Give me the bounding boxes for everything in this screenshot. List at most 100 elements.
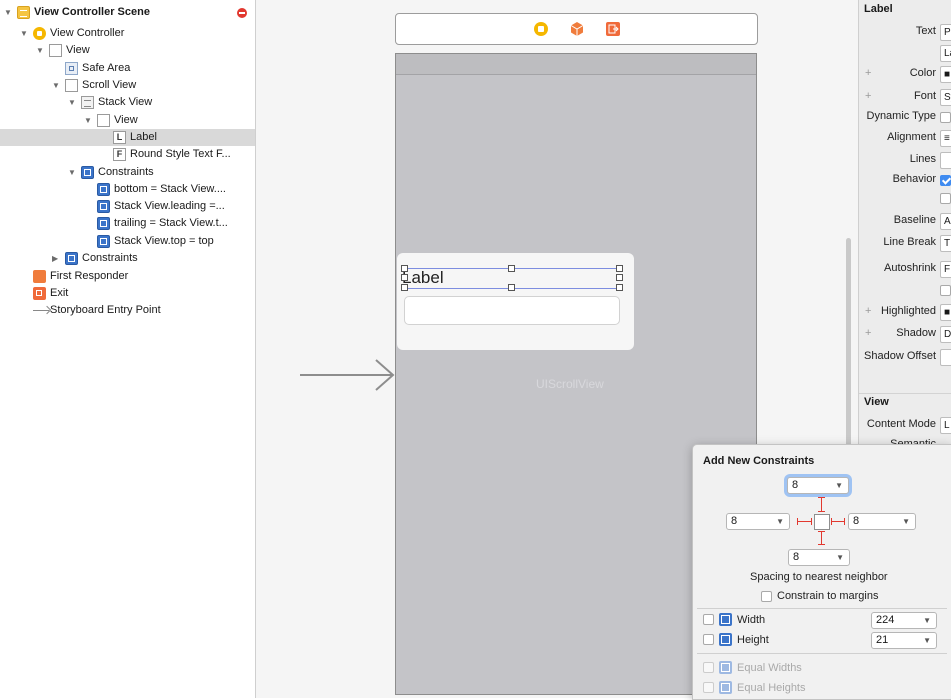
inspector-field[interactable]: A [940, 213, 951, 230]
disclosure-collapsed-icon[interactable]: ▶ [52, 254, 59, 263]
canvas-text-field[interactable] [404, 296, 620, 325]
inspector-field[interactable]: T [940, 235, 951, 252]
chevron-down-icon[interactable]: ▼ [776, 517, 784, 526]
outline-row[interactable]: ▶Constraints [0, 250, 255, 267]
width-checkbox[interactable] [703, 614, 714, 625]
outline-row[interactable]: ▼Scroll View [0, 77, 255, 94]
resize-handle[interactable] [616, 274, 623, 281]
scene-error-badge-icon[interactable] [237, 8, 247, 18]
height-checkbox[interactable] [703, 634, 714, 645]
exit-icon[interactable] [606, 22, 620, 36]
bottom-spacing-combo[interactable]: 8▼ [788, 549, 850, 566]
inspector-field[interactable]: P [940, 24, 951, 41]
inspector-checkbox[interactable] [940, 175, 951, 186]
outline-row[interactable]: ▼View [0, 42, 255, 59]
top-spacing-combo[interactable]: 8▼ [787, 477, 849, 494]
disclosure-expanded-icon[interactable]: ▼ [20, 29, 28, 38]
add-variation-icon[interactable]: + [865, 67, 872, 79]
equal-heights-checkbox[interactable] [703, 682, 714, 693]
bottom-strut[interactable] [821, 531, 822, 545]
right-spacing-value: 8 [853, 515, 860, 527]
resize-handle[interactable] [508, 265, 515, 272]
outline-row[interactable]: Storyboard Entry Point [0, 302, 255, 319]
left-strut-cap [811, 518, 812, 525]
disclosure-expanded-icon[interactable]: ▼ [68, 98, 76, 107]
chevron-down-icon[interactable]: ▼ [835, 481, 843, 490]
outline-row[interactable]: Stack View.leading =... [0, 198, 255, 215]
chevron-down-icon[interactable]: ▼ [836, 553, 844, 562]
disclosure-expanded-icon[interactable]: ▼ [4, 8, 12, 17]
inspector-field[interactable]: Sy [940, 89, 951, 106]
canvas-scrollbar[interactable] [846, 238, 851, 468]
equal-widths-label: Equal Widths [737, 662, 802, 674]
add-variation-icon[interactable]: + [865, 327, 872, 339]
constraint-center-box [814, 514, 830, 530]
outline-row[interactable]: Exit [0, 285, 255, 302]
outline-row[interactable]: bottom = Stack View.... [0, 181, 255, 198]
outline-row[interactable]: First Responder [0, 268, 255, 285]
left-strut[interactable] [797, 521, 812, 522]
inspector-field[interactable]: ■ [940, 66, 951, 83]
storyboard-entry-arrow-icon[interactable] [300, 359, 395, 391]
inspector-row-label: Alignment [887, 131, 936, 143]
disclosure-expanded-icon[interactable]: ▼ [36, 46, 44, 55]
chevron-down-icon[interactable]: ▼ [923, 616, 931, 625]
right-spacing-combo[interactable]: 8▼ [848, 513, 916, 530]
add-variation-icon[interactable]: + [865, 305, 872, 317]
inspector-field[interactable]: La [940, 45, 951, 62]
top-strut[interactable] [821, 497, 822, 512]
resize-handle[interactable] [401, 284, 408, 291]
inspector-row-label: Dynamic Type [866, 110, 937, 122]
equal-widths-icon [719, 661, 732, 674]
outline-row[interactable]: ▼ View [0, 112, 255, 129]
inspector-checkbox[interactable] [940, 112, 951, 123]
outline-row[interactable]: Stack View.top = top [0, 233, 255, 250]
height-combo[interactable]: 21▼ [871, 632, 937, 649]
chevron-down-icon[interactable]: ▼ [902, 517, 910, 526]
resize-handle[interactable] [401, 274, 408, 281]
disclosure-expanded-icon[interactable]: ▼ [84, 116, 92, 125]
canvas-label[interactable]: Label [402, 268, 444, 287]
chevron-down-icon[interactable]: ▼ [923, 636, 931, 645]
width-combo[interactable]: 224▼ [871, 612, 937, 629]
disclosure-expanded-icon[interactable]: ▼ [68, 168, 76, 177]
outline-row[interactable]: Safe Area [0, 60, 255, 77]
inspector-row-label: Text [915, 25, 936, 37]
outline-row-label: View [114, 114, 138, 126]
inspector-field[interactable]: D [940, 326, 951, 343]
resize-handle[interactable] [401, 265, 408, 272]
first-responder-icon [33, 270, 46, 283]
outline-row[interactable]: ▼Constraints [0, 164, 255, 181]
inspector-checkbox[interactable] [940, 193, 951, 204]
inspector-field[interactable] [940, 349, 951, 366]
inspector-row-label: Lines [909, 153, 936, 165]
disclosure-expanded-icon[interactable]: ▼ [52, 81, 60, 90]
right-strut[interactable] [831, 521, 845, 522]
inspector-field[interactable]: ≡ [940, 130, 951, 147]
view-controller-icon [33, 27, 46, 40]
inspector-checkbox[interactable] [940, 285, 951, 296]
equal-widths-checkbox[interactable] [703, 662, 714, 673]
spacing-caption: Spacing to nearest neighbor [750, 571, 888, 583]
inspector-field[interactable] [940, 152, 951, 169]
inspector-row-label: Shadow [896, 327, 936, 339]
left-spacing-combo[interactable]: 8▼ [726, 513, 790, 530]
inspector-divider [859, 393, 951, 394]
outline-row[interactable]: ▼View Controller [0, 25, 255, 42]
inspector-field[interactable]: ■ [940, 304, 951, 321]
resize-handle[interactable] [616, 265, 623, 272]
add-variation-icon[interactable]: + [865, 90, 872, 102]
left-strut-cap [797, 518, 798, 525]
content-mode-field[interactable]: L [940, 417, 951, 434]
constrain-margins-checkbox[interactable] [761, 591, 772, 602]
outline-row[interactable]: ▼View Controller Scene [0, 4, 255, 21]
resize-handle[interactable] [616, 284, 623, 291]
resize-handle[interactable] [508, 284, 515, 291]
first-responder-icon[interactable] [570, 22, 584, 36]
outline-row[interactable]: ▼Stack View [0, 94, 255, 111]
inspector-field[interactable]: F [940, 261, 951, 278]
outline-row[interactable]: trailing = Stack View.t... [0, 215, 255, 232]
view-controller-icon[interactable] [534, 22, 548, 36]
